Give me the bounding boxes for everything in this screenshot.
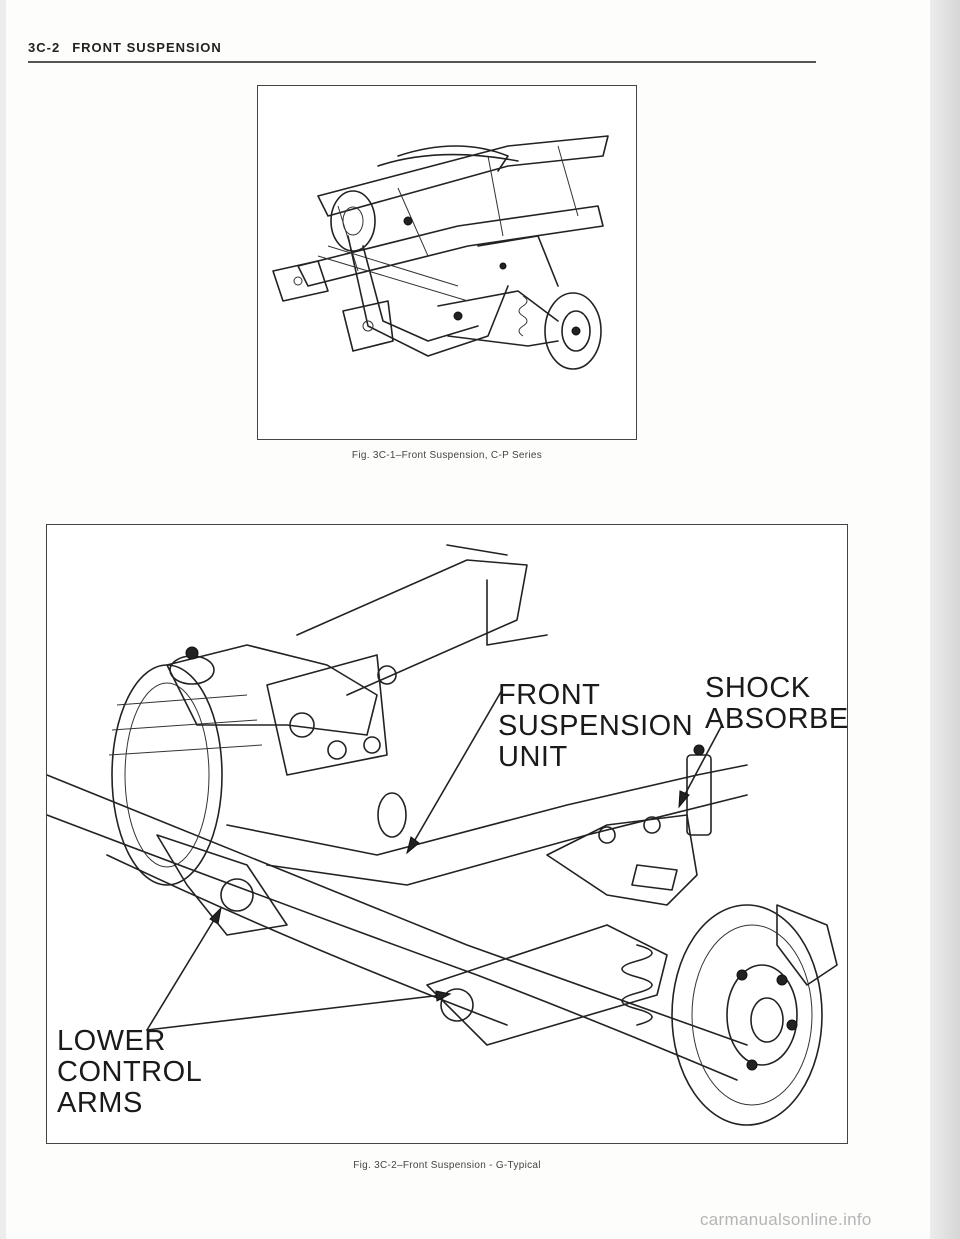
callout-line: ABSORBER <box>705 703 848 735</box>
callout-line: UNIT <box>498 741 568 773</box>
page-left-edge <box>0 0 6 1239</box>
callout-line: LOWER <box>57 1025 166 1057</box>
section-title: FRONT SUSPENSION <box>72 40 222 55</box>
figure-1-illustration <box>272 135 609 370</box>
callout-lower-control-arms: LOWER CONTROL ARMS <box>57 1026 202 1119</box>
callout-line: FRONT <box>498 679 601 711</box>
callout-line: CONTROL <box>57 1056 203 1088</box>
callout-line: SHOCK <box>705 672 811 704</box>
page-right-edge <box>930 0 960 1239</box>
page-header: 3C-2 FRONT SUSPENSION <box>28 40 222 55</box>
callout-line: SUSPENSION <box>498 710 694 742</box>
figure-2-caption: Fig. 3C-2–Front Suspension - G-Typical <box>353 1160 541 1171</box>
figure-1-frame <box>257 85 637 440</box>
section-number: 3C-2 <box>28 40 61 55</box>
figure-2-frame: FRONT SUSPENSION UNIT SHOCK ABSORBER LOW… <box>46 524 848 1144</box>
figure-2-illustration <box>47 544 838 1126</box>
header-rule <box>28 61 816 63</box>
callout-shock-absorber: SHOCK ABSORBER <box>705 672 848 735</box>
watermark: carmanualsonline.info <box>700 1210 872 1229</box>
figure-1-caption: Fig. 3C-1–Front Suspension, C-P Series <box>351 450 543 461</box>
callout-line: ARMS <box>57 1087 143 1119</box>
callout-front-suspension-unit: FRONT SUSPENSION UNIT <box>498 680 693 773</box>
